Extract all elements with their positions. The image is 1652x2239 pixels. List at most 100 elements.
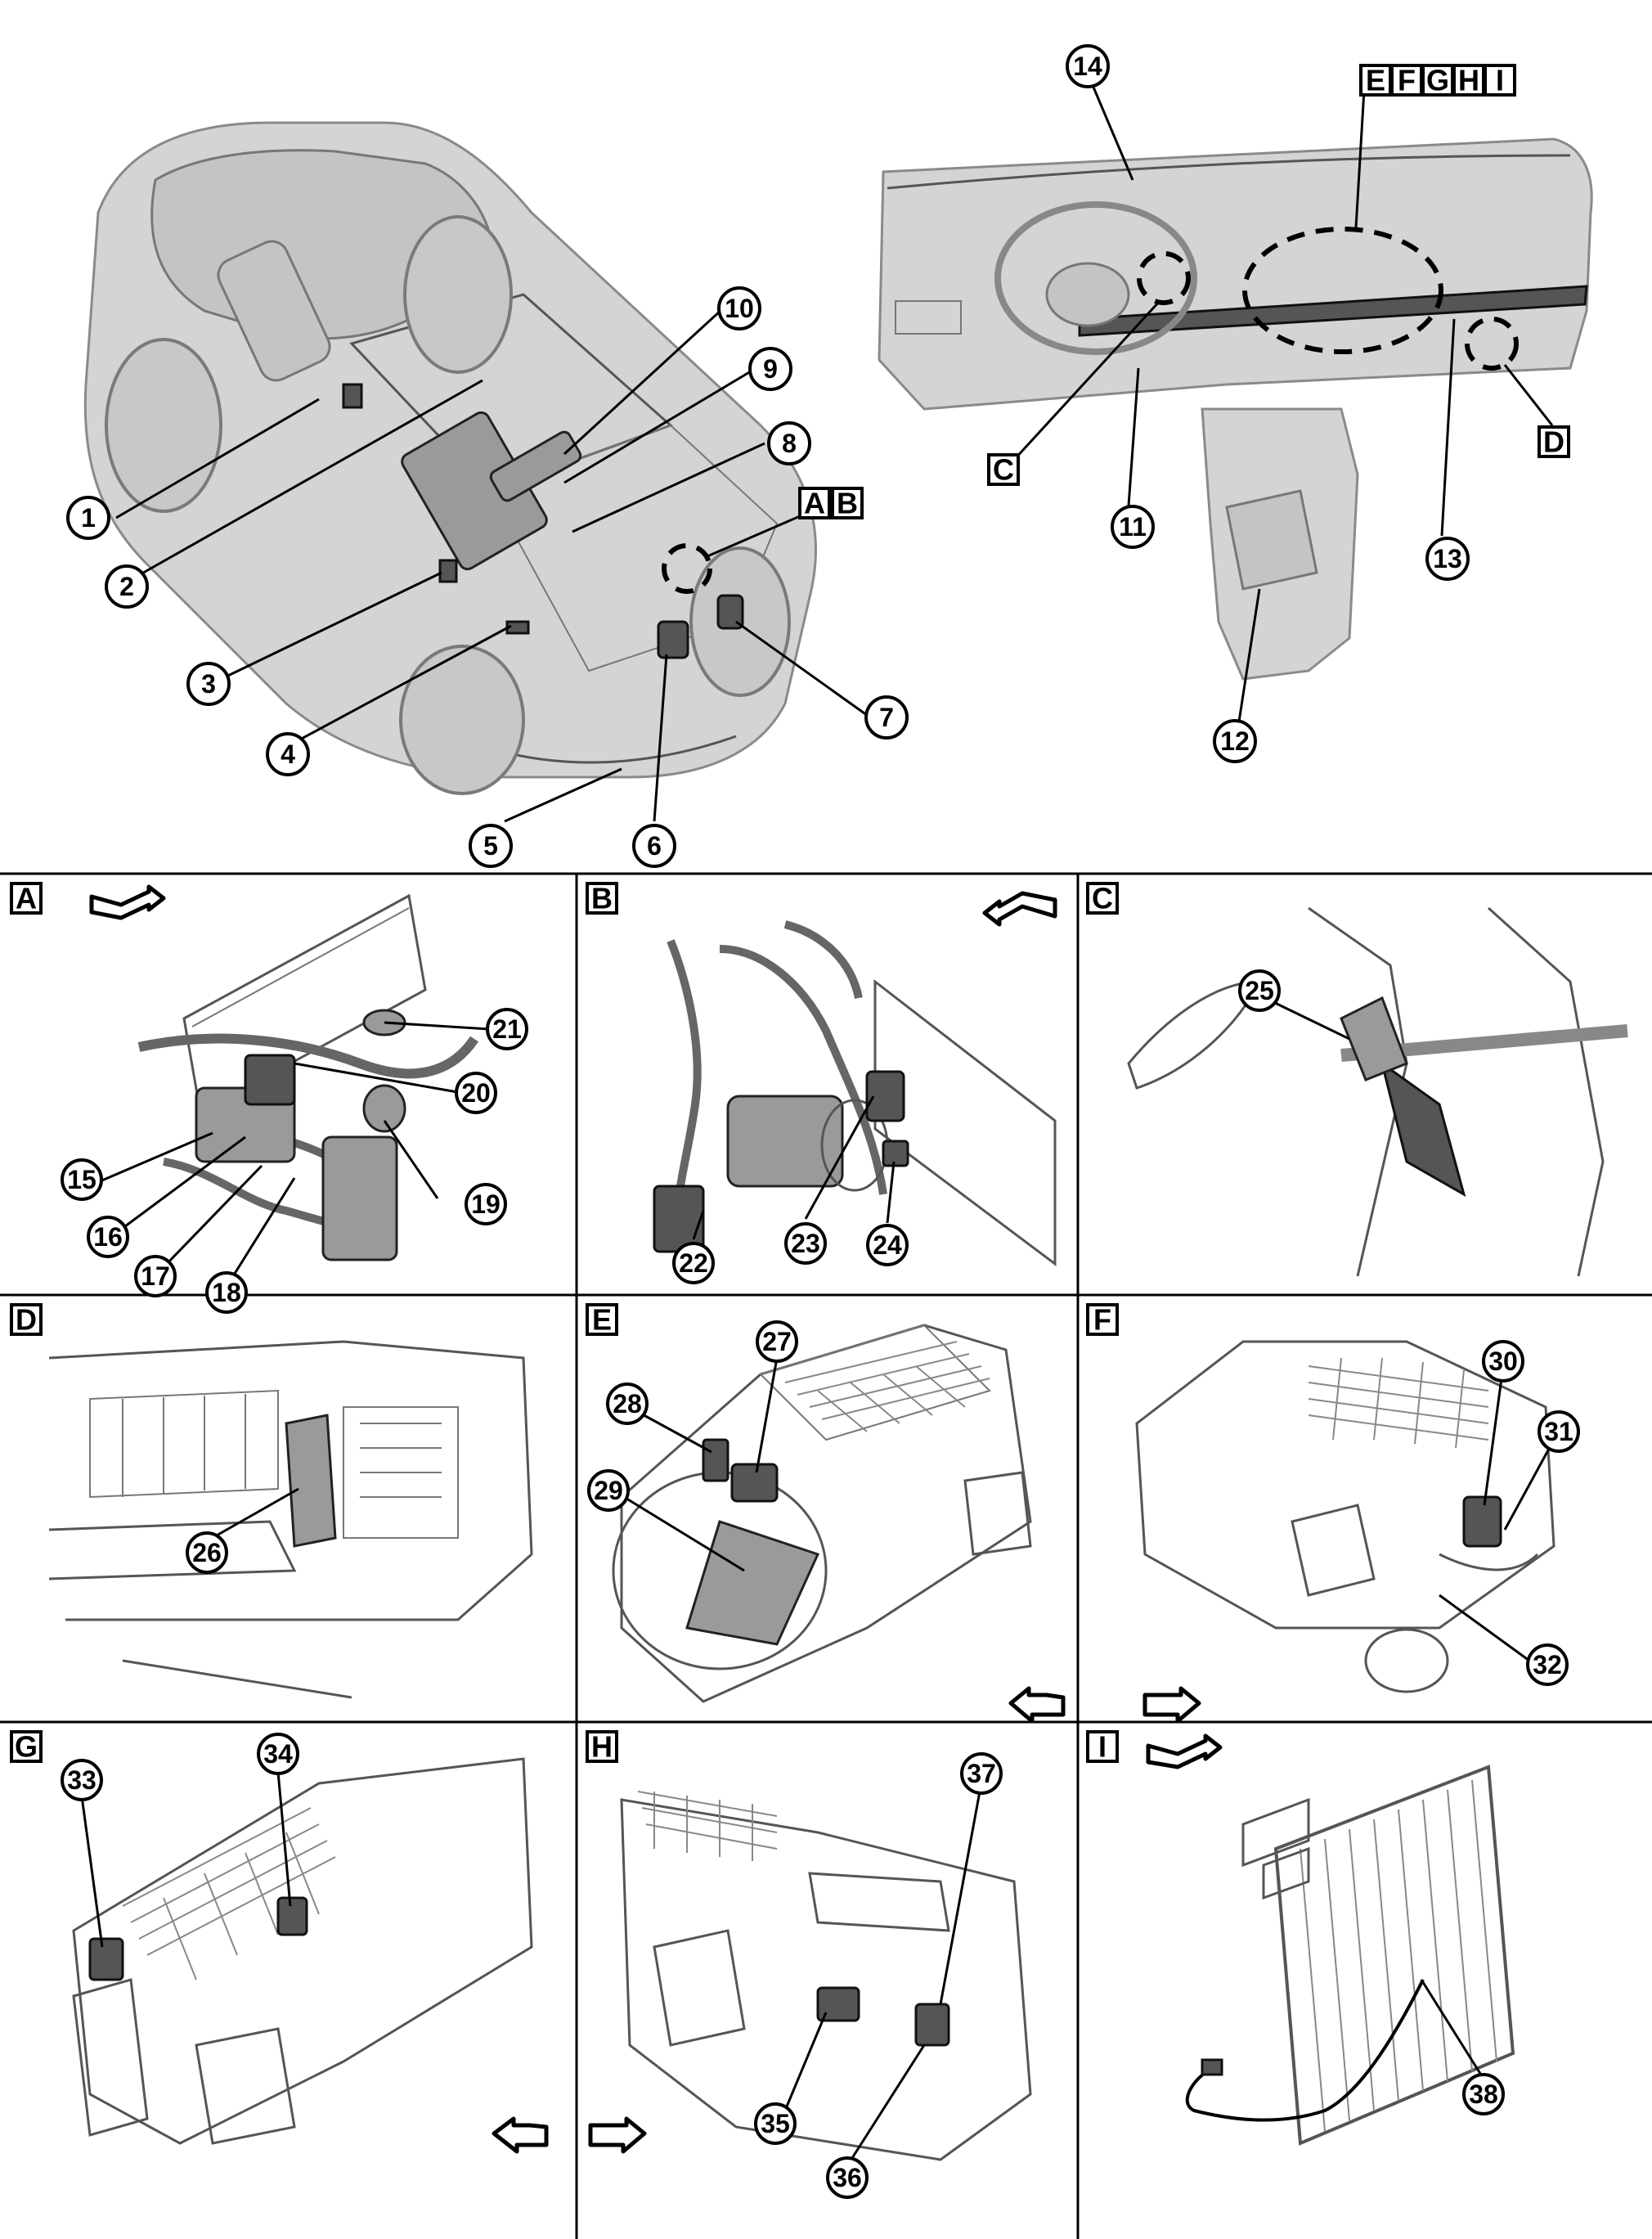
callout-34: 34 — [257, 1733, 299, 1775]
callout-3: 3 — [186, 662, 231, 706]
compressor-block — [726, 1095, 844, 1188]
svg-text:I: I — [1098, 1730, 1107, 1764]
panel-label-E: E — [586, 1303, 618, 1337]
svg-text:E: E — [592, 1303, 612, 1337]
connector — [882, 1140, 909, 1167]
hvac-unit-housing — [620, 1798, 1032, 2161]
svg-text:1: 1 — [81, 503, 96, 533]
svg-text:10: 10 — [725, 294, 754, 323]
svg-text:9: 9 — [763, 354, 778, 384]
leader-line — [707, 512, 806, 558]
leader-line — [755, 1357, 779, 1473]
callout-9: 9 — [748, 347, 792, 391]
svg-text:D: D — [16, 1303, 37, 1337]
svg-text:B: B — [837, 487, 858, 520]
svg-text:C: C — [1092, 882, 1113, 915]
svg-text:36: 36 — [833, 2163, 862, 2192]
callout-38: 38 — [1462, 2073, 1505, 2115]
bracket-plate — [72, 1978, 149, 2137]
leader-line — [384, 1021, 490, 1031]
bracket — [653, 1185, 705, 1253]
leader-line — [939, 1791, 981, 2005]
leader-line — [572, 442, 765, 533]
dashboard-top-edge — [887, 154, 1571, 190]
leader-line — [1503, 364, 1554, 426]
callout-26: 26 — [186, 1531, 228, 1574]
panel-label-A: A — [10, 882, 43, 915]
detail-label-C: C — [987, 453, 1020, 487]
svg-text:23: 23 — [791, 1229, 820, 1258]
wheel-rear-left — [105, 338, 222, 513]
svg-text:20: 20 — [461, 1078, 491, 1108]
vehicle-overview: 1 2 3 4 5 6 7 8 9 10 A B — [66, 121, 909, 868]
actuator — [276, 1896, 308, 1936]
outlet — [963, 1471, 1032, 1556]
actuator — [914, 2003, 950, 2047]
hvac-unit-housing — [72, 1757, 533, 2145]
heater-core-pipe — [1241, 1797, 1310, 1868]
component-block — [321, 1135, 398, 1261]
leader-line — [1354, 89, 1366, 228]
svg-text:8: 8 — [782, 429, 797, 458]
callout-33: 33 — [61, 1759, 103, 1801]
detail-circle-AB — [662, 543, 712, 594]
leader-line — [383, 1120, 439, 1199]
heater-core-pipe — [1262, 1846, 1310, 1900]
blower-motor — [685, 1520, 820, 1646]
detail-label-F: F — [1390, 64, 1423, 97]
outlet — [1291, 1504, 1376, 1597]
callout-30: 30 — [1482, 1340, 1524, 1383]
motor — [1364, 1628, 1449, 1693]
vent-panel — [895, 300, 962, 335]
svg-text:A: A — [804, 487, 825, 520]
svg-text:24: 24 — [873, 1230, 902, 1260]
callout-16: 16 — [87, 1216, 129, 1258]
outlet — [808, 1872, 950, 1932]
detail-circle-D — [1465, 317, 1519, 371]
fuse-box-grid — [343, 1406, 459, 1539]
view-direction-arrow-icon — [89, 884, 166, 920]
detail-label-H: H — [1452, 64, 1485, 97]
detail-label-E: E — [1359, 64, 1392, 97]
outlet — [195, 2027, 296, 2145]
panel-label-C: C — [1086, 882, 1119, 915]
leader-line — [276, 1771, 292, 1907]
svg-text:33: 33 — [67, 1765, 97, 1795]
refrigerant-pipe — [137, 1033, 478, 1079]
valve-block — [244, 1054, 296, 1106]
svg-text:F: F — [1093, 1303, 1111, 1337]
callout-5: 5 — [469, 824, 513, 868]
leader-line — [563, 370, 752, 484]
callout-1: 1 — [66, 496, 110, 540]
panel-label-D: D — [10, 1303, 43, 1337]
leader-line — [287, 624, 512, 748]
callout-11: 11 — [1111, 505, 1155, 549]
detail-label-A: A — [798, 487, 831, 520]
view-direction-arrow-icon — [982, 891, 1057, 927]
svg-text:3: 3 — [201, 669, 216, 699]
svg-text:4: 4 — [281, 740, 295, 769]
callout-8: 8 — [767, 421, 811, 465]
detail-label-I: I — [1484, 64, 1516, 97]
component-mark — [716, 594, 744, 630]
callout-35: 35 — [754, 2102, 797, 2145]
component-mark — [342, 383, 363, 409]
callout-32: 32 — [1526, 1643, 1569, 1686]
leader-line — [210, 571, 442, 686]
hvac-unit-top — [759, 1324, 991, 1441]
component-mark — [657, 620, 689, 659]
dash-structure — [1308, 906, 1408, 1277]
hvac-unit-housing — [1135, 1340, 1555, 1630]
callout-20: 20 — [455, 1072, 497, 1114]
panel-I: I 38 — [1086, 1730, 1515, 2146]
leader-line — [132, 379, 483, 580]
callout-13: 13 — [1425, 537, 1470, 581]
leader-line — [1271, 1000, 1350, 1041]
actuator — [1462, 1495, 1502, 1548]
fuse-box-grid — [89, 1389, 279, 1499]
svg-text:18: 18 — [212, 1278, 241, 1307]
detail-circle-EFGHI — [1242, 227, 1443, 354]
steering-hub — [1045, 262, 1130, 327]
leader-line — [504, 767, 622, 823]
panel-grid — [0, 872, 1652, 2239]
